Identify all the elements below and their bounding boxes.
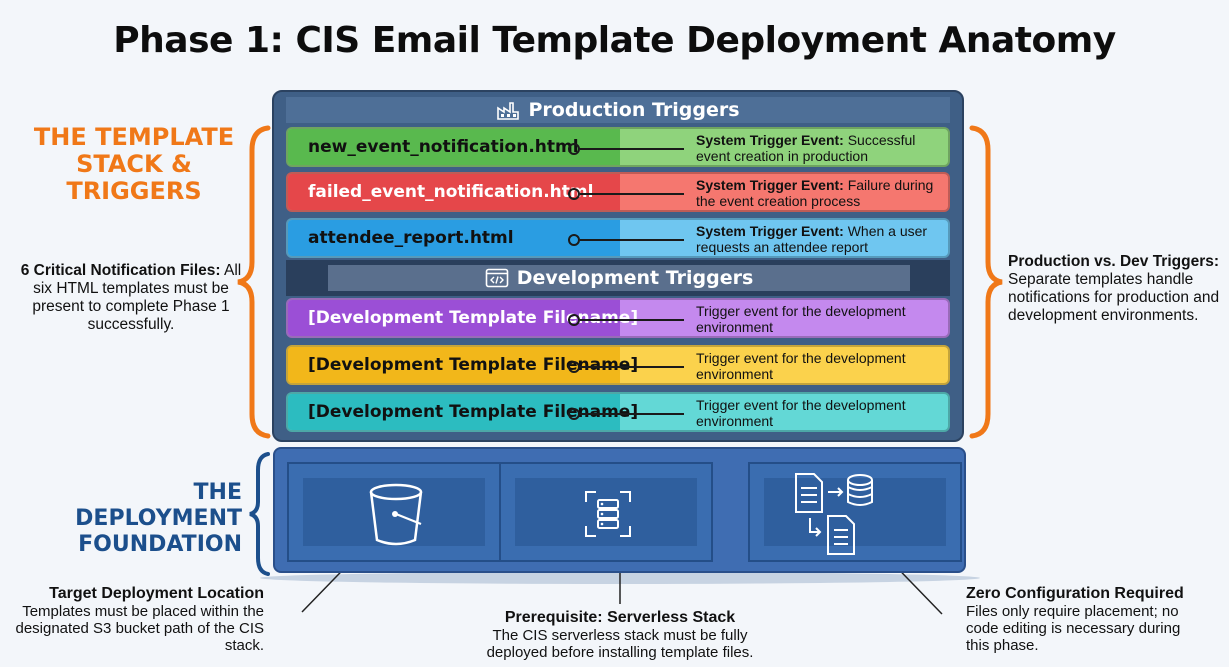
critical-files-note: 6 Critical Notification Files: All six H… — [12, 262, 250, 334]
deployment-foundation-heading-line2: FOUNDATION — [78, 532, 242, 557]
right-orange-brace — [969, 125, 1003, 439]
production-row-new-event: new_event_notification.html System Trigg… — [286, 127, 950, 167]
trigger-description: Trigger event for the development enviro… — [696, 303, 906, 335]
deployment-foundation-heading-line1: THE DEPLOYMENT — [75, 480, 242, 531]
template-stack-heading: THE TEMPLATE STACK & TRIGGERS — [14, 124, 254, 205]
foundation-cell-config — [748, 462, 962, 562]
production-triggers-label: Production Triggers — [528, 99, 740, 121]
left-orange-brace — [237, 125, 271, 439]
production-triggers-header: Production Triggers — [286, 97, 950, 123]
production-row-attendee-report: attendee_report.html System Trigger Even… — [286, 218, 950, 258]
trigger-description: System Trigger Event: Failure during the… — [696, 177, 934, 209]
code-window-icon — [485, 268, 509, 288]
serverless-stack-icon — [585, 491, 631, 537]
template-stack-heading-line1: THE TEMPLATE — [33, 123, 235, 151]
prod-vs-dev-note: Production vs. Dev Triggers: Separate te… — [1008, 253, 1222, 325]
deployment-foundation-heading: THE DEPLOYMENT FOUNDATION — [20, 480, 242, 558]
callout-text: Templates must be placed within the desi… — [15, 603, 264, 654]
template-filename: [Development Template Filename] — [308, 402, 639, 422]
page-title: Phase 1: CIS Email Template Deployment A… — [113, 20, 1116, 61]
file-to-database-icon — [795, 473, 873, 555]
callout-zero-config: Zero Configuration Required Files only r… — [966, 585, 1196, 654]
callout-text: The CIS serverless stack must be fully d… — [486, 627, 754, 661]
foundation-cell-s3 — [287, 462, 501, 562]
callout-target-location: Target Deployment Location Templates mus… — [14, 585, 264, 654]
template-filename: attendee_report.html — [308, 228, 514, 248]
template-filename: failed_event_notification.html — [308, 182, 594, 202]
production-row-failed-event: failed_event_notification.html System Tr… — [286, 172, 950, 212]
critical-files-note-title: 6 Critical Notification Files: — [20, 262, 221, 279]
development-triggers-header: Development Triggers — [328, 265, 910, 291]
prod-vs-dev-note-title: Production vs. Dev Triggers: — [1008, 253, 1220, 270]
template-stack-heading-line2: STACK & TRIGGERS — [66, 150, 202, 205]
callout-title: Zero Configuration Required — [966, 585, 1184, 602]
critical-files-note-text: All six HTML templates must be present t… — [32, 262, 242, 333]
trigger-description: Trigger event for the development enviro… — [696, 397, 906, 429]
template-filename: [Development Template Filename] — [308, 308, 639, 328]
s3-bucket-icon — [369, 483, 423, 546]
development-row-1: [Development Template Filename] Trigger … — [286, 298, 950, 338]
development-triggers-label: Development Triggers — [516, 267, 754, 289]
trigger-description: Trigger event for the development enviro… — [696, 350, 906, 382]
template-filename: new_event_notification.html — [308, 137, 579, 157]
callout-prerequisite: Prerequisite: Serverless Stack The CIS s… — [470, 609, 770, 661]
left-blue-brace — [249, 452, 270, 576]
factory-icon — [497, 102, 520, 120]
template-filename: [Development Template Filename] — [308, 355, 639, 375]
callout-title: Target Deployment Location — [49, 585, 264, 602]
trigger-description: System Trigger Event: When a user reques… — [696, 223, 928, 255]
trigger-description: System Trigger Event: Successful event c… — [696, 132, 916, 164]
callout-title: Prerequisite: Serverless Stack — [504, 609, 736, 626]
development-row-2: [Development Template Filename] Trigger … — [286, 345, 950, 385]
development-row-3: [Development Template Filename] Trigger … — [286, 392, 950, 432]
foundation-cell-stack — [499, 462, 713, 562]
prod-vs-dev-note-text: Separate templates handle notifications … — [1008, 271, 1220, 324]
callout-text: Files only require placement; no code ed… — [966, 603, 1181, 654]
